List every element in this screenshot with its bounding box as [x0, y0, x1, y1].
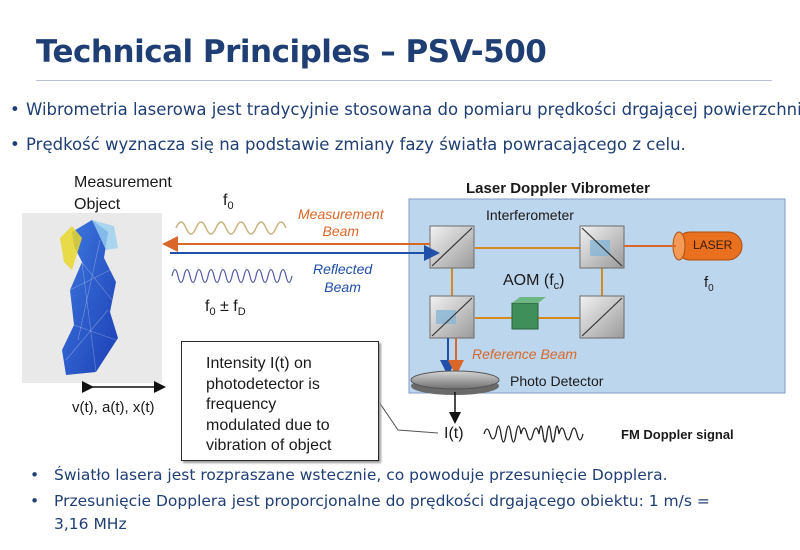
f0-wave [175, 221, 287, 235]
motion-label: v(t), a(t), x(t) [72, 399, 155, 416]
interferometer-label: Interferometer [486, 207, 574, 223]
bullet-bottom-2-continued: 3,16 MHz [54, 515, 127, 533]
bullet-top-1: • Wibrometria laserowa jest tradycyjnie s… [10, 100, 800, 119]
reflected-beam-label: Reflected Beam [313, 261, 373, 295]
bullet-text: Światło lasera jest rozpraszane wsteczni… [54, 466, 668, 484]
measurement-object-model [22, 213, 162, 383]
bullet-text: Przesunięcie Dopplera jest proporcjonaln… [54, 492, 710, 510]
photo-detector-label: Photo Detector [510, 373, 604, 389]
title-divider [36, 80, 772, 81]
fd-label: f0 ± fD [205, 298, 246, 319]
reference-beam-label: Reference Beam [472, 346, 578, 362]
bullet-dot-icon: • [10, 135, 20, 154]
bullet-bottom-2: • Przesunięcie Dopplera jest proporcjonal… [30, 492, 710, 510]
measurement-beam-label: Measurement Beam [298, 206, 384, 239]
photo-detector-disk [410, 370, 500, 395]
beamsplitter-cube-4 [579, 295, 625, 339]
aom-label: AOM (fc) [503, 272, 565, 293]
ldv-title: Laser Doppler Vibrometer [466, 180, 650, 197]
bullet-dot-icon: • [30, 466, 40, 484]
intensity-textbox-text: Intensity I(t) on photodetector is frequ… [206, 355, 332, 454]
fm-signal-label: FM Doppler signal [621, 427, 734, 442]
bullet-dot-icon: • [10, 100, 20, 119]
intensity-label: I(t) [444, 425, 464, 442]
beamsplitter-cube-3 [429, 295, 475, 339]
textbox-pointer [378, 401, 439, 434]
aom-crystal [511, 297, 546, 330]
beamsplitter-cube-2 [579, 225, 625, 269]
fm-doppler-wave [483, 425, 584, 443]
slide-title: Technical Principles – PSV-500 [36, 34, 547, 70]
bullet-top-2: • Prędkość wyznacza się na podstawie zmia… [10, 135, 686, 154]
laser-frequency-label: f0 [704, 274, 714, 294]
beamsplitter-cube-1 [429, 225, 475, 269]
bullet-text: Wibrometria laserowa jest tradycyjnie st… [26, 100, 800, 119]
measurement-object-label: Measurement Object [74, 174, 172, 213]
reflected-wave [171, 268, 293, 284]
laser-label: LASER [693, 238, 733, 252]
f0-label: f0 [223, 192, 234, 213]
bullet-bottom-1: • Światło lasera jest rozpraszane wsteczn… [30, 466, 668, 484]
intensity-textbox: Intensity I(t) on photodetector is frequ… [181, 341, 379, 461]
bullet-dot-icon: • [30, 492, 40, 510]
bullet-text: Prędkość wyznacza się na podstawie zmian… [26, 135, 686, 154]
